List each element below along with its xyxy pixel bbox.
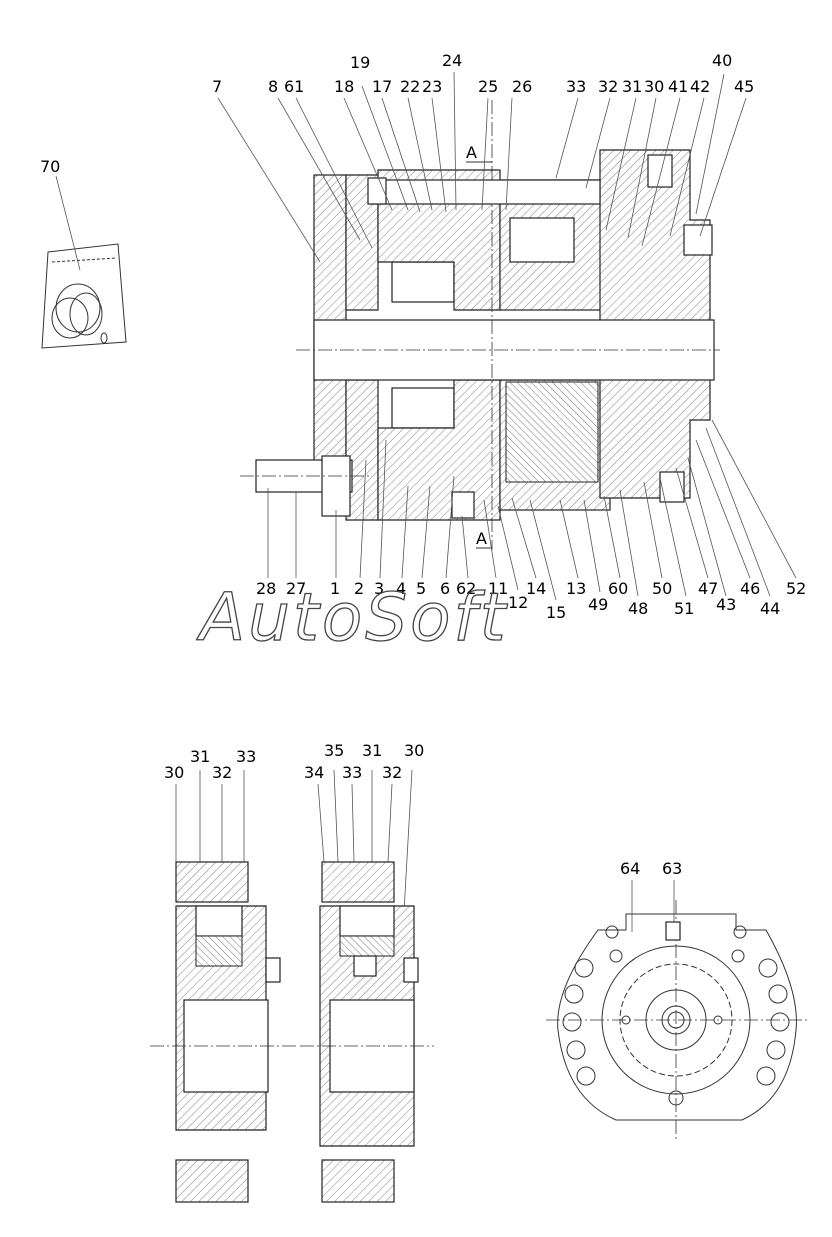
seal-kit-bag bbox=[41, 243, 127, 349]
part-label: 17 bbox=[372, 77, 392, 96]
part-label: 30 bbox=[164, 763, 184, 782]
part-label: 15 bbox=[546, 603, 566, 622]
part-label: 19 bbox=[350, 53, 370, 72]
part-label: 61 bbox=[284, 77, 304, 96]
part-label: 24 bbox=[442, 51, 462, 70]
part-label: 6 bbox=[440, 579, 450, 598]
part-label: 31 bbox=[190, 747, 210, 766]
part-label: 5 bbox=[416, 579, 426, 598]
part-label: 27 bbox=[286, 579, 306, 598]
part-label: 51 bbox=[674, 599, 694, 618]
part-label: 22 bbox=[400, 77, 420, 96]
watermark-logo: AutoSoft bbox=[196, 579, 509, 656]
part-label: 31 bbox=[622, 77, 642, 96]
part-label: 46 bbox=[740, 579, 760, 598]
part-label: 4 bbox=[396, 579, 406, 598]
part-label: 33 bbox=[566, 77, 586, 96]
part-label: 14 bbox=[526, 579, 546, 598]
detail-right: 34 35 33 31 32 30 bbox=[300, 741, 434, 1203]
part-label: 64 bbox=[620, 859, 640, 878]
part-label: 41 bbox=[668, 77, 688, 96]
part-label: 1 bbox=[330, 579, 340, 598]
part-label: 33 bbox=[342, 763, 362, 782]
part-label: 45 bbox=[734, 77, 754, 96]
part-label: 40 bbox=[712, 51, 732, 70]
part-label: 30 bbox=[404, 741, 424, 760]
part-number-labels: 7 8 61 18 19 17 22 23 24 25 26 33 32 31 … bbox=[40, 51, 806, 622]
part-label: 13 bbox=[566, 579, 586, 598]
part-label: 70 bbox=[40, 157, 60, 176]
section-mark-bottom: A bbox=[476, 529, 487, 548]
part-label: 26 bbox=[512, 77, 532, 96]
part-label: 47 bbox=[698, 579, 718, 598]
part-label: 62 bbox=[456, 579, 476, 598]
part-label: 48 bbox=[628, 599, 648, 618]
leader-lines bbox=[55, 71, 797, 601]
part-label: 49 bbox=[588, 595, 608, 614]
part-label: 60 bbox=[608, 579, 628, 598]
motor-cross-section: A A bbox=[240, 100, 720, 550]
part-label: 7 bbox=[212, 77, 222, 96]
part-label: 30 bbox=[644, 77, 664, 96]
part-label: 32 bbox=[212, 763, 232, 782]
part-label: 8 bbox=[268, 77, 278, 96]
part-label: 35 bbox=[324, 741, 344, 760]
part-label: 23 bbox=[422, 77, 442, 96]
part-label: 31 bbox=[362, 741, 382, 760]
part-label: 3 bbox=[374, 579, 384, 598]
part-label: 12 bbox=[508, 593, 528, 612]
part-label: 28 bbox=[256, 579, 276, 598]
part-label: 34 bbox=[304, 763, 324, 782]
part-label: 18 bbox=[334, 77, 354, 96]
part-label: 32 bbox=[382, 763, 402, 782]
part-label: 32 bbox=[598, 77, 618, 96]
part-label: 11 bbox=[488, 579, 508, 598]
part-label: 33 bbox=[236, 747, 256, 766]
detail-left: 30 31 32 33 bbox=[150, 747, 296, 1203]
part-label: 63 bbox=[662, 859, 682, 878]
part-label: 42 bbox=[690, 77, 710, 96]
section-mark-top: A bbox=[466, 143, 477, 162]
part-label: 50 bbox=[652, 579, 672, 598]
end-view: 64 63 bbox=[546, 859, 808, 1140]
part-label: 43 bbox=[716, 595, 736, 614]
part-label: 2 bbox=[354, 579, 364, 598]
part-label: 52 bbox=[786, 579, 806, 598]
part-label: 44 bbox=[760, 599, 780, 618]
part-label: 25 bbox=[478, 77, 498, 96]
